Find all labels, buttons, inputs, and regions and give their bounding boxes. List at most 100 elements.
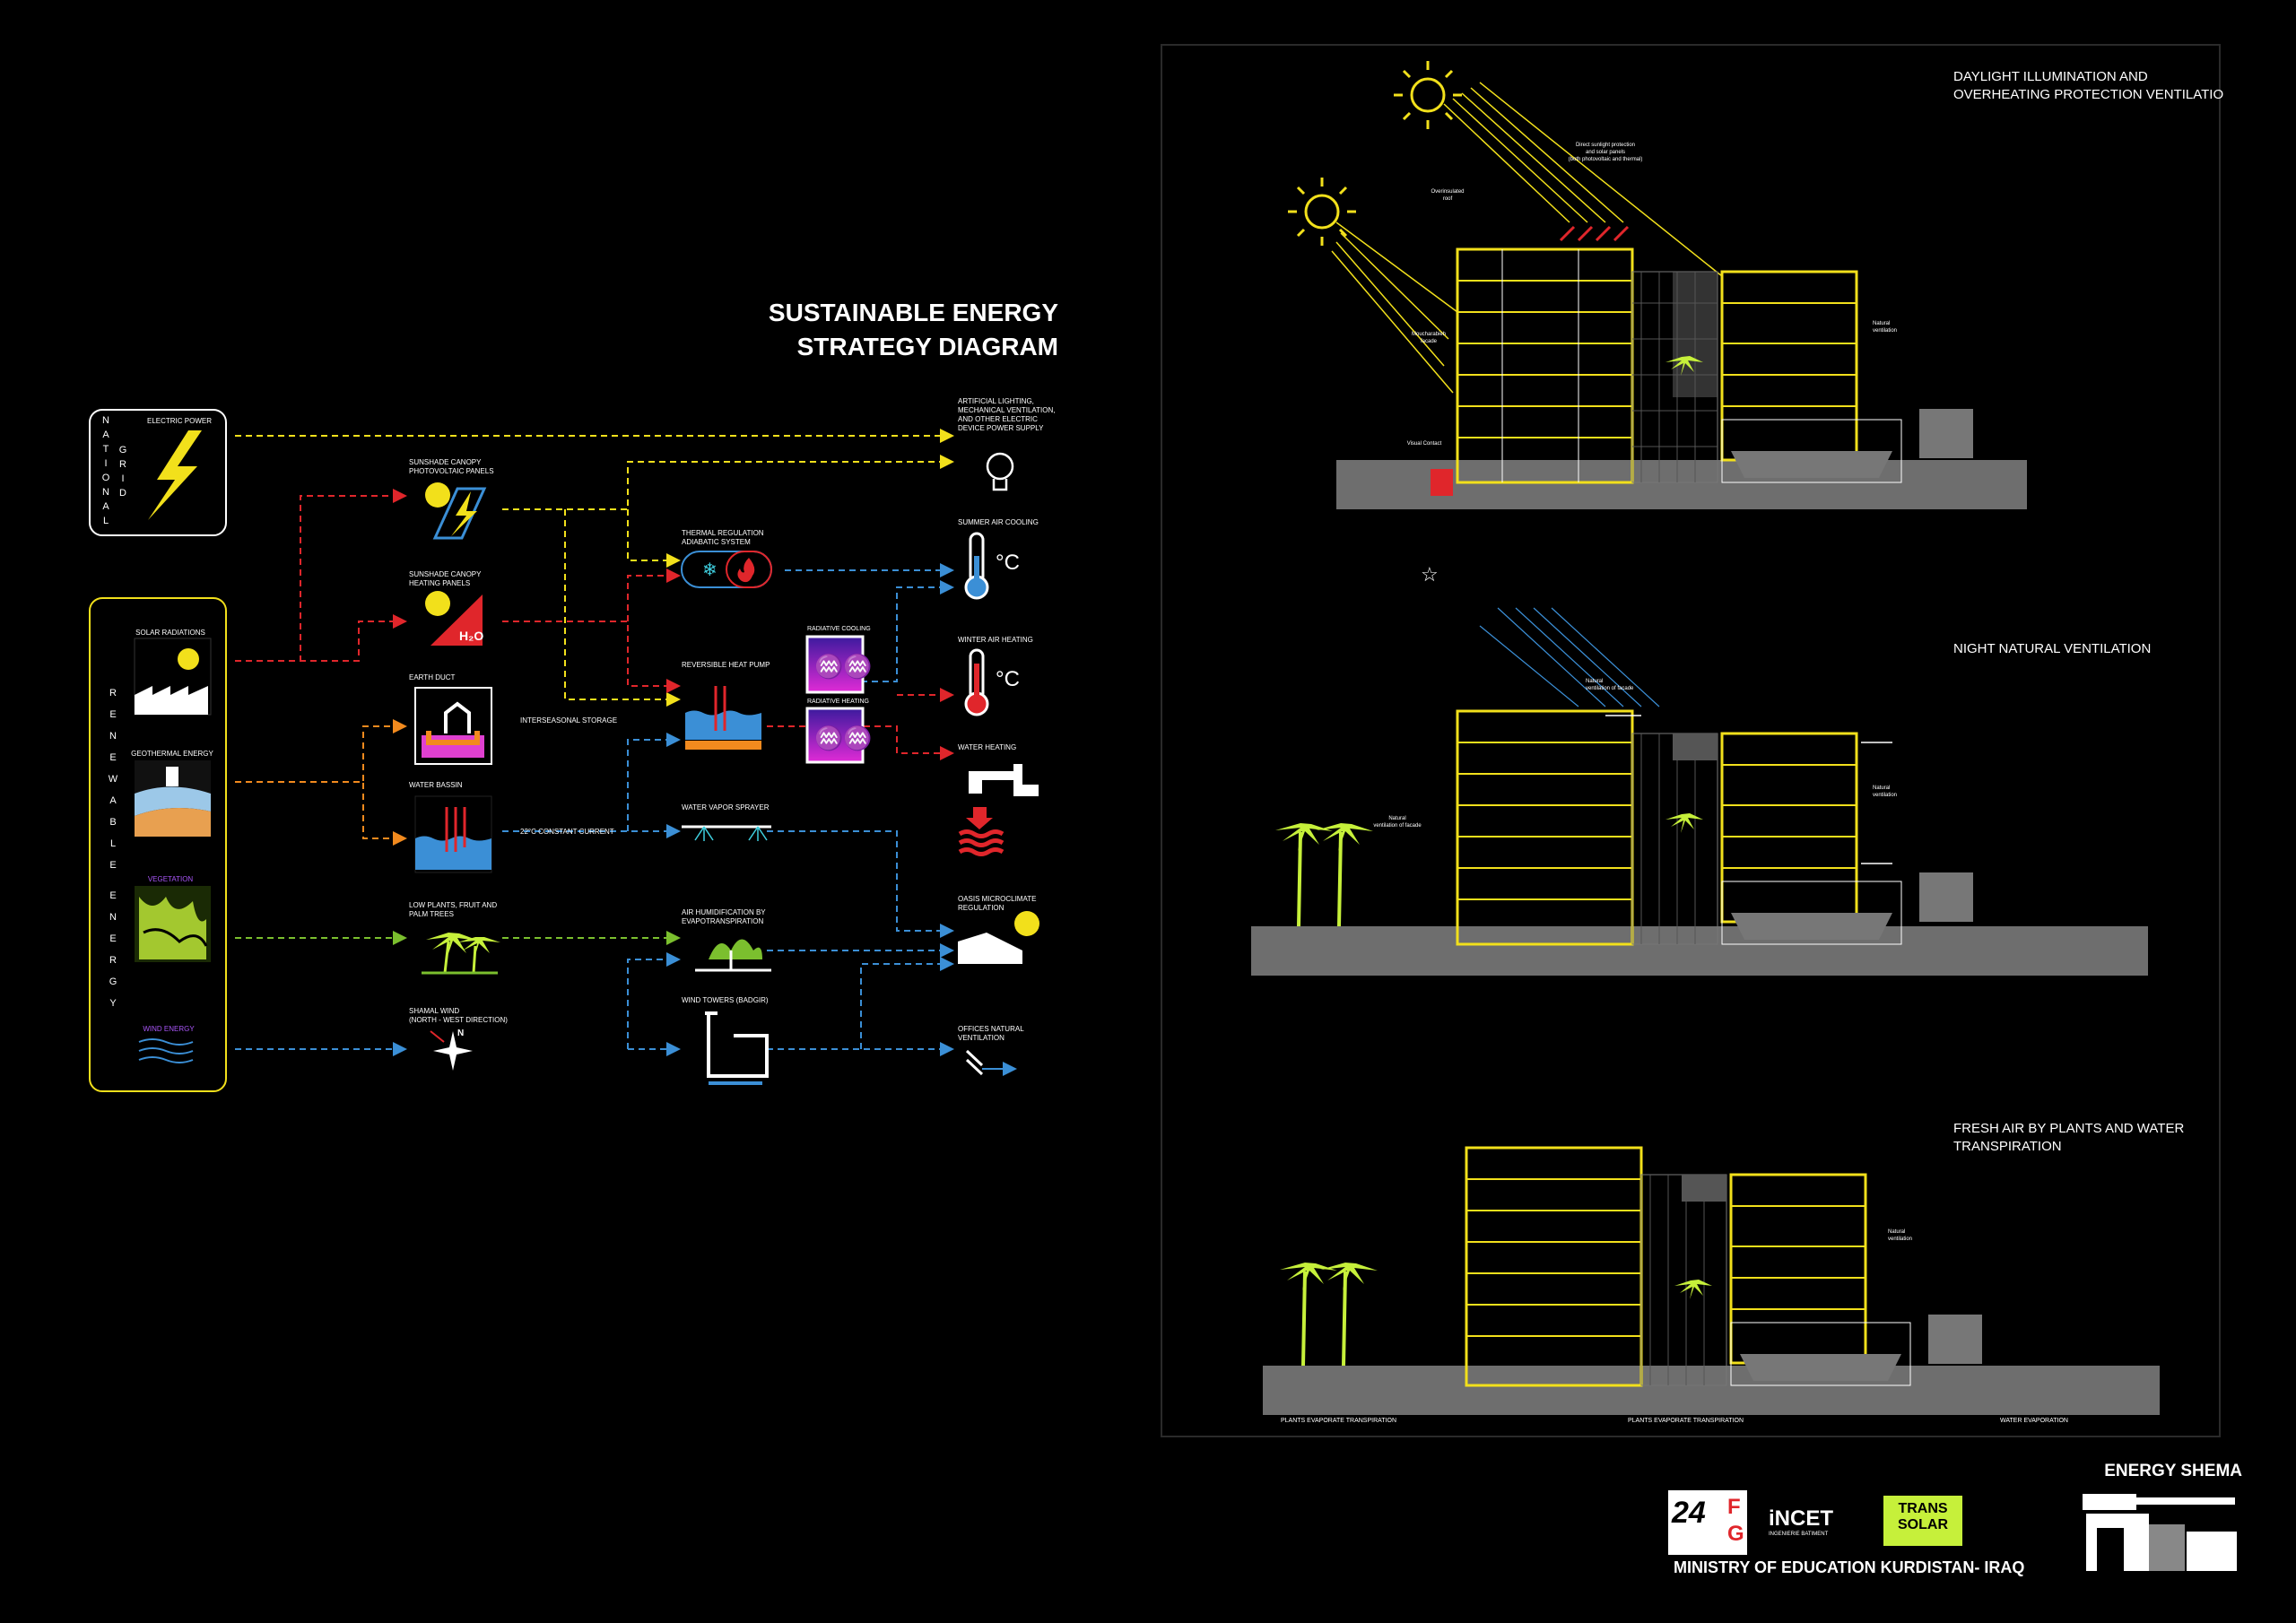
svg-text:Natural: Natural — [1586, 679, 1603, 684]
renewable-energy-box: R E N E W A B L E E N E R G Y SOLAR RADI… — [89, 597, 227, 1092]
logo-24fg: 24 FG — [1668, 1490, 1747, 1555]
solar-radiation-icon — [134, 638, 212, 716]
moon-icon — [1462, 563, 1515, 628]
constant-current-label: 22°C CONSTANT CURRENT — [520, 828, 614, 836]
svg-text:VEGETATION: VEGETATION — [148, 875, 194, 883]
output-water-heating: WATER HEATING — [958, 743, 1039, 856]
shamal-wind: SHAMAL WIND (NORTH - WEST DIRECTION) N — [409, 1007, 508, 1071]
svg-text:Natural: Natural — [1888, 1229, 1905, 1235]
svg-text:L: L — [103, 516, 109, 526]
section-night-ventilation: NIGHT NATURAL VENTILATION ☆ Natural vent… — [1251, 563, 2151, 976]
wind-towers: WIND TOWERS (BADGIR) — [682, 996, 769, 1085]
svg-text:facade: facade — [1421, 339, 1438, 344]
ministry-label: MINISTRY OF EDUCATION KURDISTAN- IRAQ — [1674, 1558, 2025, 1576]
svg-text:I: I — [104, 458, 107, 469]
palm-plants: LOW PLANTS, FRUIT AND PALM TREES — [409, 901, 500, 975]
svg-text:B: B — [109, 817, 116, 828]
svg-text:AND OTHER ELECTRIC: AND OTHER ELECTRIC — [958, 415, 1038, 423]
svg-text:D: D — [119, 488, 126, 499]
svg-text:Natural: Natural — [1873, 785, 1890, 791]
svg-text:SHAMAL WIND: SHAMAL WIND — [409, 1007, 459, 1015]
output-lighting: ARTIFICIAL LIGHTING, MECHANICAL VENTILAT… — [958, 397, 1055, 491]
svg-text:R: R — [109, 955, 117, 966]
svg-text:ventilation: ventilation — [1888, 1237, 1912, 1242]
svg-text:E: E — [109, 933, 116, 944]
earth-duct: EARTH DUCT — [409, 673, 492, 765]
svg-text:Natural: Natural — [1873, 321, 1890, 326]
sun-icon — [1014, 911, 1039, 936]
svg-text:N: N — [109, 731, 117, 742]
svg-text:NIGHT NATURAL VENTILATION: NIGHT NATURAL VENTILATION — [1953, 641, 2151, 656]
energy-shema-label: ENERGY SHEMA — [2104, 1462, 2242, 1480]
svg-text:REVERSIBLE HEAT PUMP: REVERSIBLE HEAT PUMP — [682, 661, 770, 669]
geothermal-icon — [135, 760, 211, 837]
svg-text:E: E — [109, 709, 116, 720]
lightbulb-icon — [986, 452, 1014, 491]
svg-text:REGULATION: REGULATION — [958, 904, 1004, 912]
svg-text:PLANTS EVAPORATE TRANSPIRATION: PLANTS EVAPORATE TRANSPIRATION — [1628, 1418, 1744, 1424]
section-fresh-air: FRESH AIR BY PLANTS AND WATER TRANSPIRAT… — [1263, 1121, 2184, 1424]
output-summer-cooling: SUMMER AIR COOLING °C — [958, 518, 1039, 600]
svg-text:ELECTRIC POWER: ELECTRIC POWER — [147, 417, 212, 425]
svg-text:(NORTH - WEST DIRECTION): (NORTH - WEST DIRECTION) — [409, 1016, 508, 1024]
svg-text:FRESH AIR BY PLANTS AND WATER: FRESH AIR BY PLANTS AND WATER — [1953, 1121, 2184, 1136]
svg-text:VENTILATION: VENTILATION — [958, 1034, 1004, 1042]
svg-text:E: E — [109, 860, 116, 871]
svg-text:AIR HUMIDIFICATION BY: AIR HUMIDIFICATION BY — [682, 908, 766, 916]
logo-incet: iNCET INGENIERIE BATIMENT — [1769, 1506, 1833, 1537]
svg-text:♒♒: ♒♒ — [814, 725, 873, 751]
svg-text:OVERHEATING PROTECTION VENTILA: OVERHEATING PROTECTION VENTILATION — [1953, 87, 2224, 102]
svg-text:PHOTOVOLTAIC PANELS: PHOTOVOLTAIC PANELS — [409, 467, 494, 475]
svg-text:R: R — [119, 459, 126, 470]
svg-text:HEATING PANELS: HEATING PANELS — [409, 579, 470, 587]
svg-text:WINTER AIR HEATING: WINTER AIR HEATING — [958, 636, 1033, 644]
svg-text:E: E — [109, 890, 116, 901]
svg-text:WIND TOWERS (BADGIR): WIND TOWERS (BADGIR) — [682, 996, 769, 1004]
svg-text:R: R — [109, 688, 117, 699]
svg-text:roof: roof — [1443, 196, 1453, 202]
radiative-heating: RADIATIVE HEATING ♒♒ — [805, 699, 873, 764]
vegetation-icon — [135, 886, 211, 962]
svg-text:ventilation of facade: ventilation of facade — [1373, 823, 1422, 829]
wind-energy-icon — [138, 1038, 194, 1063]
svg-text:SUNSHADE CANOPY: SUNSHADE CANOPY — [409, 570, 482, 578]
svg-text:OASIS MICROCLIMATE: OASIS MICROCLIMATE — [958, 895, 1036, 903]
svg-text:G: G — [119, 445, 127, 456]
svg-text:and solar panels: and solar panels — [1586, 150, 1625, 155]
svg-text:(both photovoltaic and thermal: (both photovoltaic and thermal) — [1569, 157, 1643, 162]
svg-text:A: A — [102, 501, 109, 512]
thermal-regulation: THERMAL REGULATION ADIABATIC SYSTEM ❄ — [681, 529, 772, 588]
svg-text:TRANSPIRATION: TRANSPIRATION — [1953, 1139, 2062, 1154]
lightning-icon — [148, 430, 202, 520]
svg-text:Direct sunlight protection: Direct sunlight protection — [1576, 143, 1635, 148]
pv-panels: SUNSHADE CANOPY PHOTOVOLTAIC PANELS — [409, 458, 494, 540]
sun-icon — [1394, 61, 1462, 129]
svg-text:W: W — [109, 774, 118, 785]
svg-text:GEOTHERMAL ENERGY: GEOTHERMAL ENERGY — [131, 750, 213, 758]
svg-text:RADIATIVE HEATING: RADIATIVE HEATING — [807, 699, 869, 705]
national-grid-box: ELECTRIC POWER N A T I O N A L G R I D — [89, 409, 227, 536]
energy-shema-thumbnail — [2079, 1488, 2242, 1575]
svg-text:H₂O: H₂O — [459, 629, 483, 643]
section-daylight: DAYLIGHT ILLUMINATION AND OVERHEATING PR… — [1288, 61, 2224, 509]
svg-text:EVAPOTRANSPIRATION: EVAPOTRANSPIRATION — [682, 917, 763, 925]
svg-text:N: N — [102, 487, 109, 498]
svg-text:ARTIFICIAL LIGHTING,: ARTIFICIAL LIGHTING, — [958, 397, 1034, 405]
svg-text:EARTH DUCT: EARTH DUCT — [409, 673, 456, 681]
svg-text:WATER EVAPORATION: WATER EVAPORATION — [2000, 1418, 2068, 1424]
svg-text:A: A — [109, 795, 117, 806]
flame-icon — [737, 558, 755, 583]
svg-text:Visual Contact: Visual Contact — [1407, 441, 1442, 447]
svg-text:L: L — [110, 838, 116, 849]
svg-text:PLANTS EVAPORATE TRANSPIRATION: PLANTS EVAPORATE TRANSPIRATION — [1281, 1418, 1396, 1424]
reversible-heat-pump: REVERSIBLE HEAT PUMP — [682, 661, 770, 751]
sun-icon — [425, 482, 450, 508]
svg-text:WATER BASSIN: WATER BASSIN — [409, 781, 463, 789]
svg-text:G: G — [109, 976, 117, 987]
svg-text:Overinsulated: Overinsulated — [1431, 189, 1464, 195]
output-winter-heating: WINTER AIR HEATING °C — [958, 636, 1033, 716]
svg-text:I: I — [121, 473, 124, 484]
star-icon: ☆ — [1421, 563, 1439, 586]
svg-text:Moucharabieh: Moucharabieh — [1412, 332, 1446, 337]
svg-text:SUNSHADE CANOPY: SUNSHADE CANOPY — [409, 458, 482, 466]
